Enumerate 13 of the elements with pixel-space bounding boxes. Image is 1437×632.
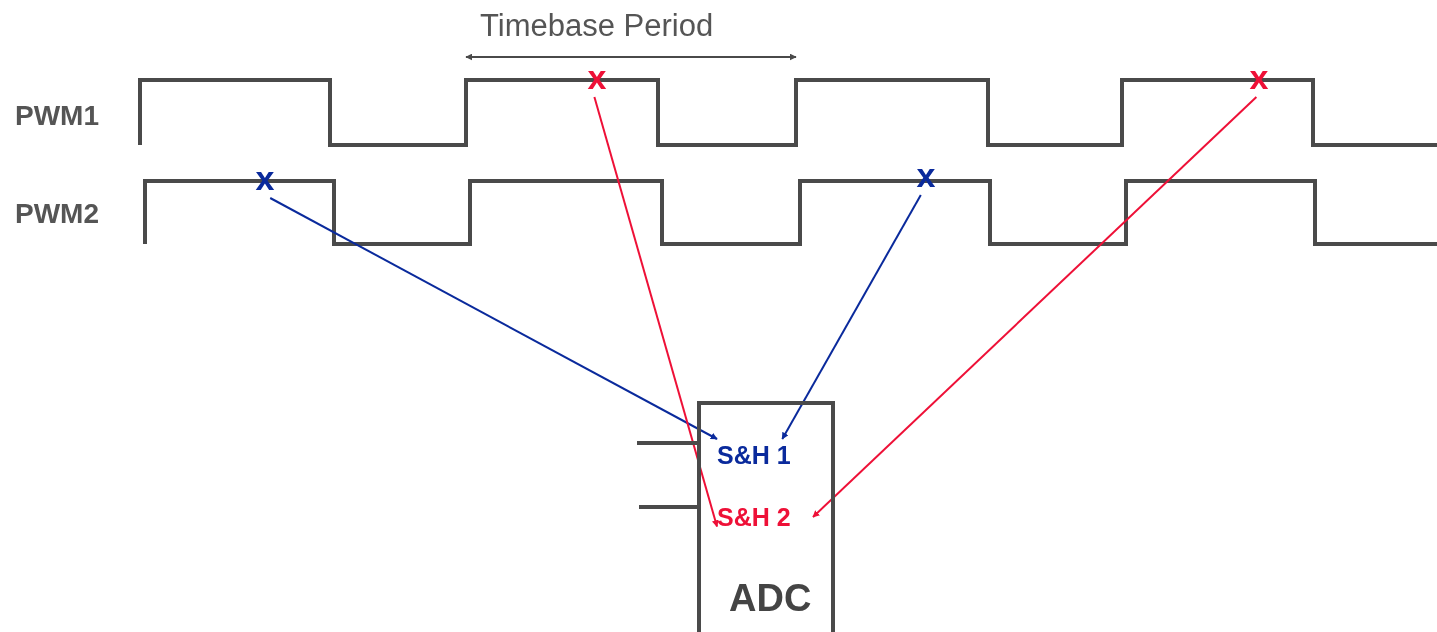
arrow	[269, 197, 718, 440]
block-label: ADC	[729, 577, 812, 620]
arrow	[781, 194, 922, 440]
channel-label: S&H 2	[717, 501, 813, 533]
input-line	[637, 441, 697, 445]
signal-label: PWM1	[15, 100, 99, 132]
arrow	[812, 96, 1258, 518]
adc-block	[697, 401, 835, 632]
signal-label: PWM2	[15, 198, 99, 230]
input-line	[639, 505, 697, 509]
dimension-label: Timebase Period	[480, 8, 714, 44]
arrow	[593, 96, 719, 528]
channel-label: S&H 1	[717, 439, 813, 471]
